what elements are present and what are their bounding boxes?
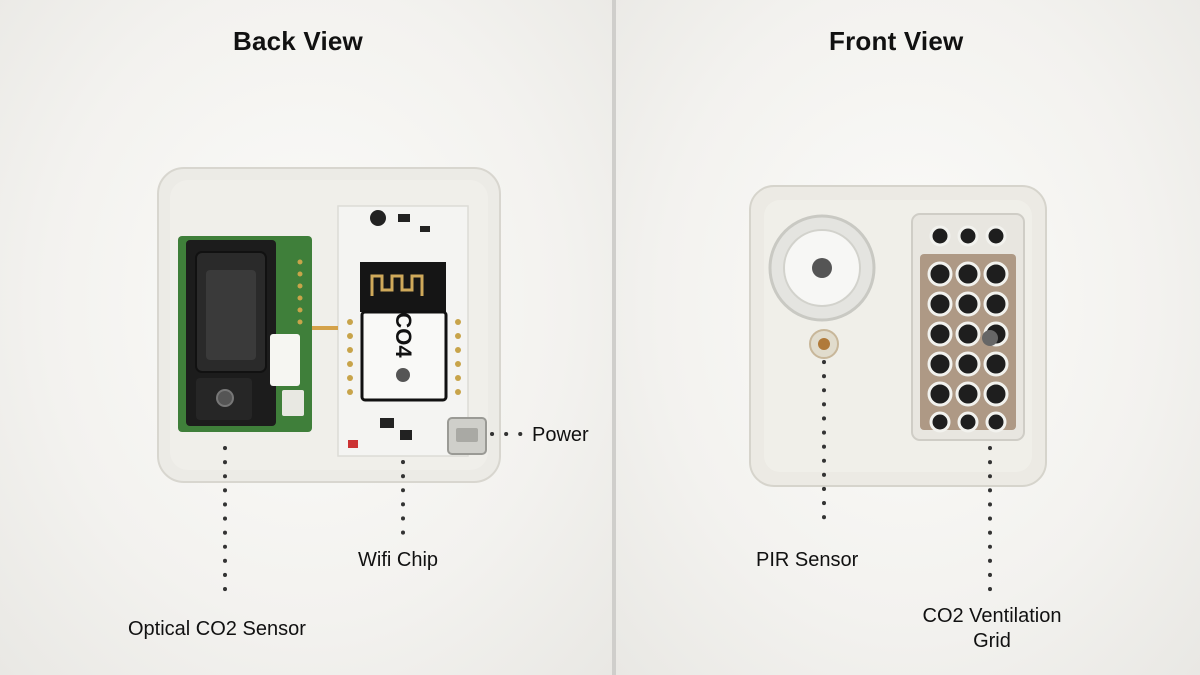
optical-co2-sensor-board <box>178 236 312 432</box>
front-view-title: Front View <box>829 26 964 56</box>
power-label: Power <box>532 424 589 446</box>
co2-ventilation-grid <box>911 213 1025 441</box>
co2-ventilation-grid-label-line2: Grid <box>973 630 1011 652</box>
wifi-pcb-board <box>337 205 487 457</box>
back-view-device-image <box>157 167 524 602</box>
co2-ventilation-grid-label-line1: CO2 Ventilation <box>922 605 1062 627</box>
front-view-device-image <box>749 185 1047 594</box>
chip-marking: CO4 <box>391 312 416 358</box>
panel-divider <box>612 0 616 675</box>
front-view-panel: Front View PIR Sensor CO2 Ventilation Gr… <box>616 0 1200 675</box>
pir-sensor-label: PIR Sensor <box>756 549 859 571</box>
back-view-title: Back View <box>233 26 363 56</box>
pir-sensor-dome <box>768 214 876 359</box>
wifi-chip-label: Wifi Chip <box>358 549 439 571</box>
back-view-panel: Back View Power Wifi Chip Optical CO2 Se… <box>0 0 612 675</box>
optical-co2-sensor-label: Optical CO2 Sensor <box>128 618 306 640</box>
